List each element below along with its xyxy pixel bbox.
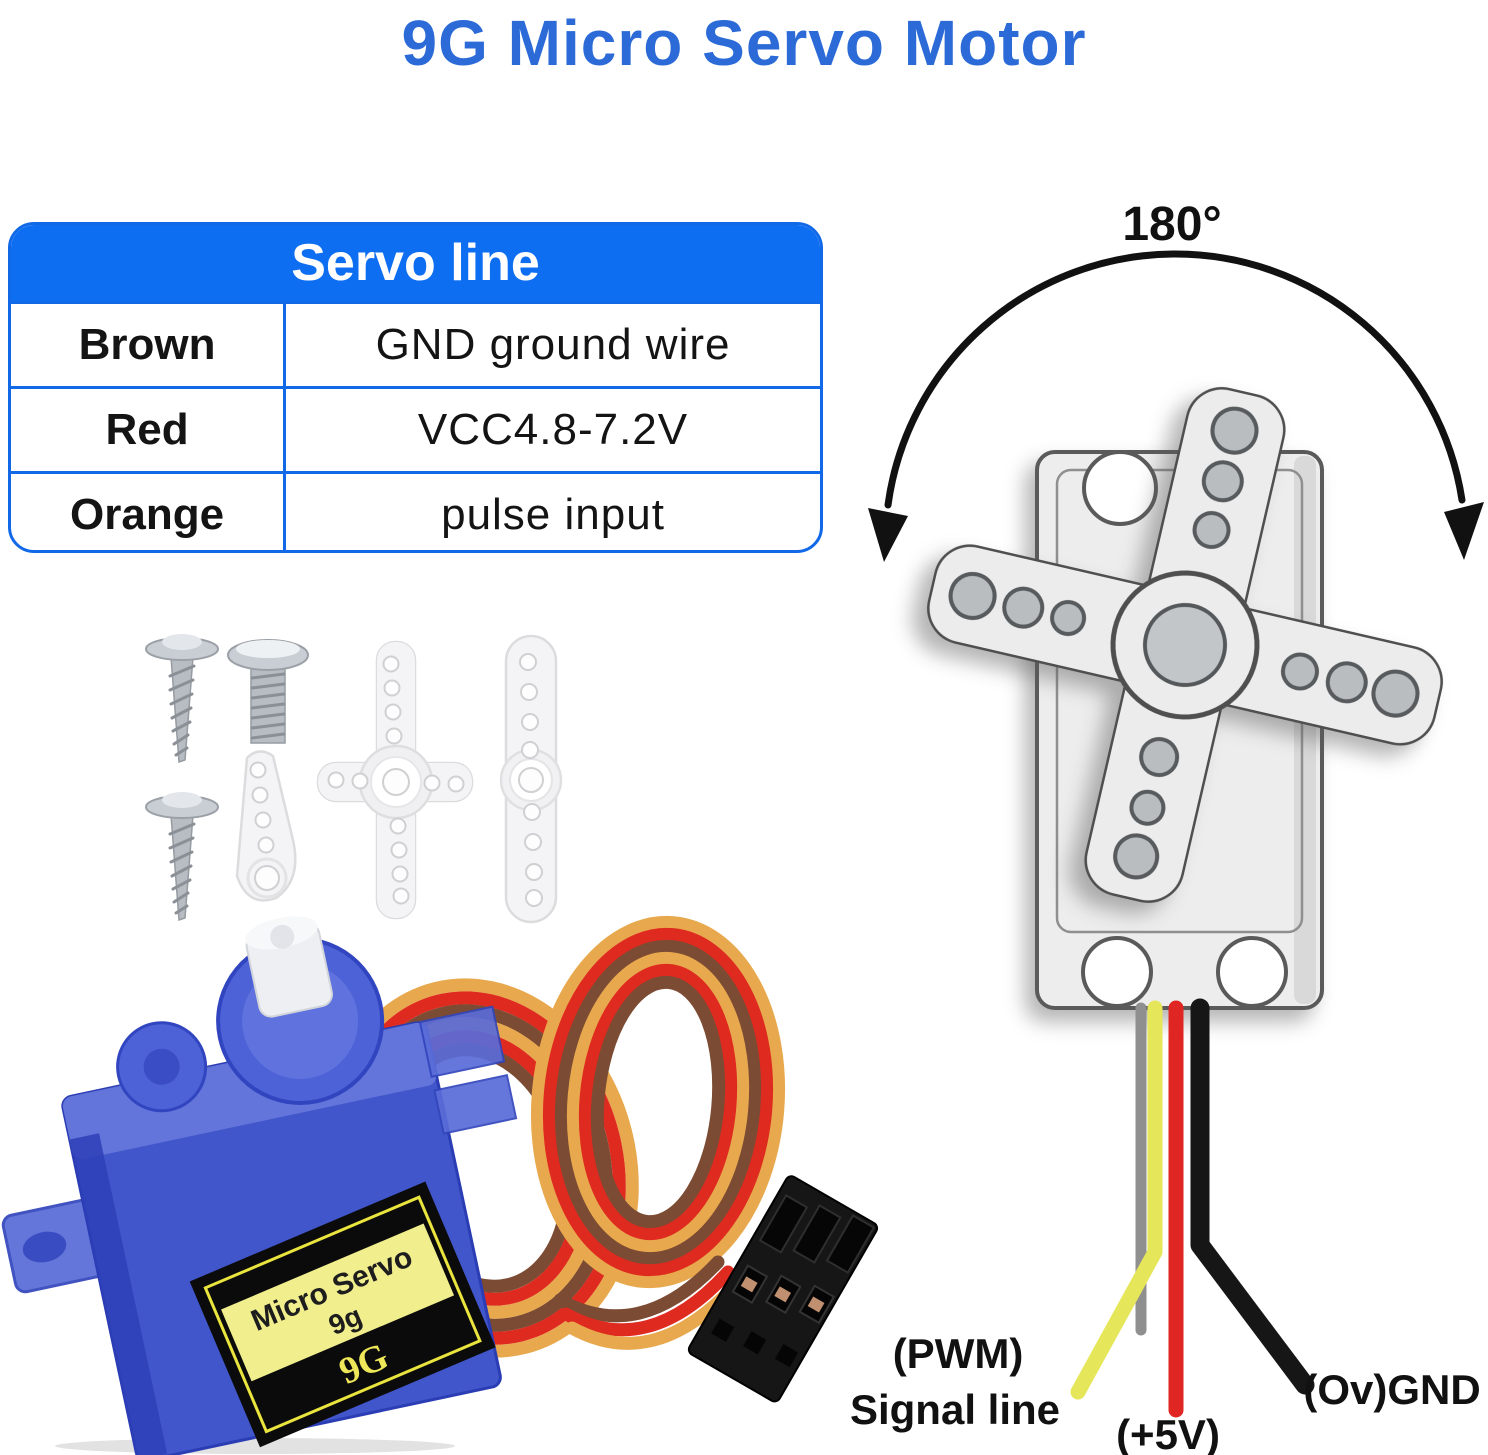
signal-label: Signal line xyxy=(850,1386,1060,1433)
table-header: Servo line xyxy=(11,225,820,301)
servo-line-table: Servo line Brown GND ground wire Red VCC… xyxy=(8,222,823,553)
servo-horn-single xyxy=(235,750,297,902)
horn-hub-center xyxy=(1143,603,1227,687)
servo-shadow xyxy=(55,1438,455,1454)
pwm-label: (PWM) xyxy=(893,1330,1024,1377)
machine-screw xyxy=(227,639,309,744)
wire-color-cell: Red xyxy=(11,389,287,471)
signal-wire xyxy=(1070,1000,1163,1400)
page-title: 9G Micro Servo Motor xyxy=(401,7,1087,79)
servo-horn-double xyxy=(499,634,563,924)
tapping-screw-1 xyxy=(145,634,219,764)
servo-label: Micro Servo 9g 9G xyxy=(189,1181,496,1448)
ground-wire xyxy=(1190,998,1315,1395)
wire-desc-cell: pulse input xyxy=(441,490,665,539)
servo-horn-cross xyxy=(316,640,474,920)
servo-top-hole xyxy=(1082,450,1158,526)
rotation-arc-arrow xyxy=(868,250,1484,562)
wire-desc-cell: GND ground wire xyxy=(375,320,731,369)
servo-mount-ear xyxy=(418,1005,506,1079)
servo-mount-hole xyxy=(1216,936,1288,1008)
servo-horn-drawing xyxy=(927,387,1443,903)
servo-wires-drawing xyxy=(1070,998,1315,1418)
accessories xyxy=(144,634,563,924)
servo-output-shaft xyxy=(245,916,333,1018)
gnd-label: (Ov)GND xyxy=(1303,1366,1480,1413)
micro-servo-photo: Micro Servo 9g 9G xyxy=(1,916,518,1455)
servo-connector xyxy=(687,1175,879,1403)
tapping-screw-2 xyxy=(144,790,220,922)
v5-label: (+5V) xyxy=(1116,1411,1220,1455)
table-row: Brown GND ground wire xyxy=(11,301,820,386)
table-row: Red VCC4.8-7.2V xyxy=(11,386,820,471)
wire-coil-front xyxy=(530,915,786,1289)
wire-color-cell: Brown xyxy=(11,304,287,386)
product-photo: Micro Servo 9g 9G xyxy=(1,634,879,1455)
rotation-diagram: 180° xyxy=(850,198,1484,1455)
table-row: Orange pulse input xyxy=(11,471,820,550)
servo-mount-hole xyxy=(1081,936,1153,1008)
angle-label: 180° xyxy=(1122,198,1221,251)
wire-color-cell: Orange xyxy=(11,474,287,550)
wire-desc-cell: VCC4.8-7.2V xyxy=(417,405,689,454)
